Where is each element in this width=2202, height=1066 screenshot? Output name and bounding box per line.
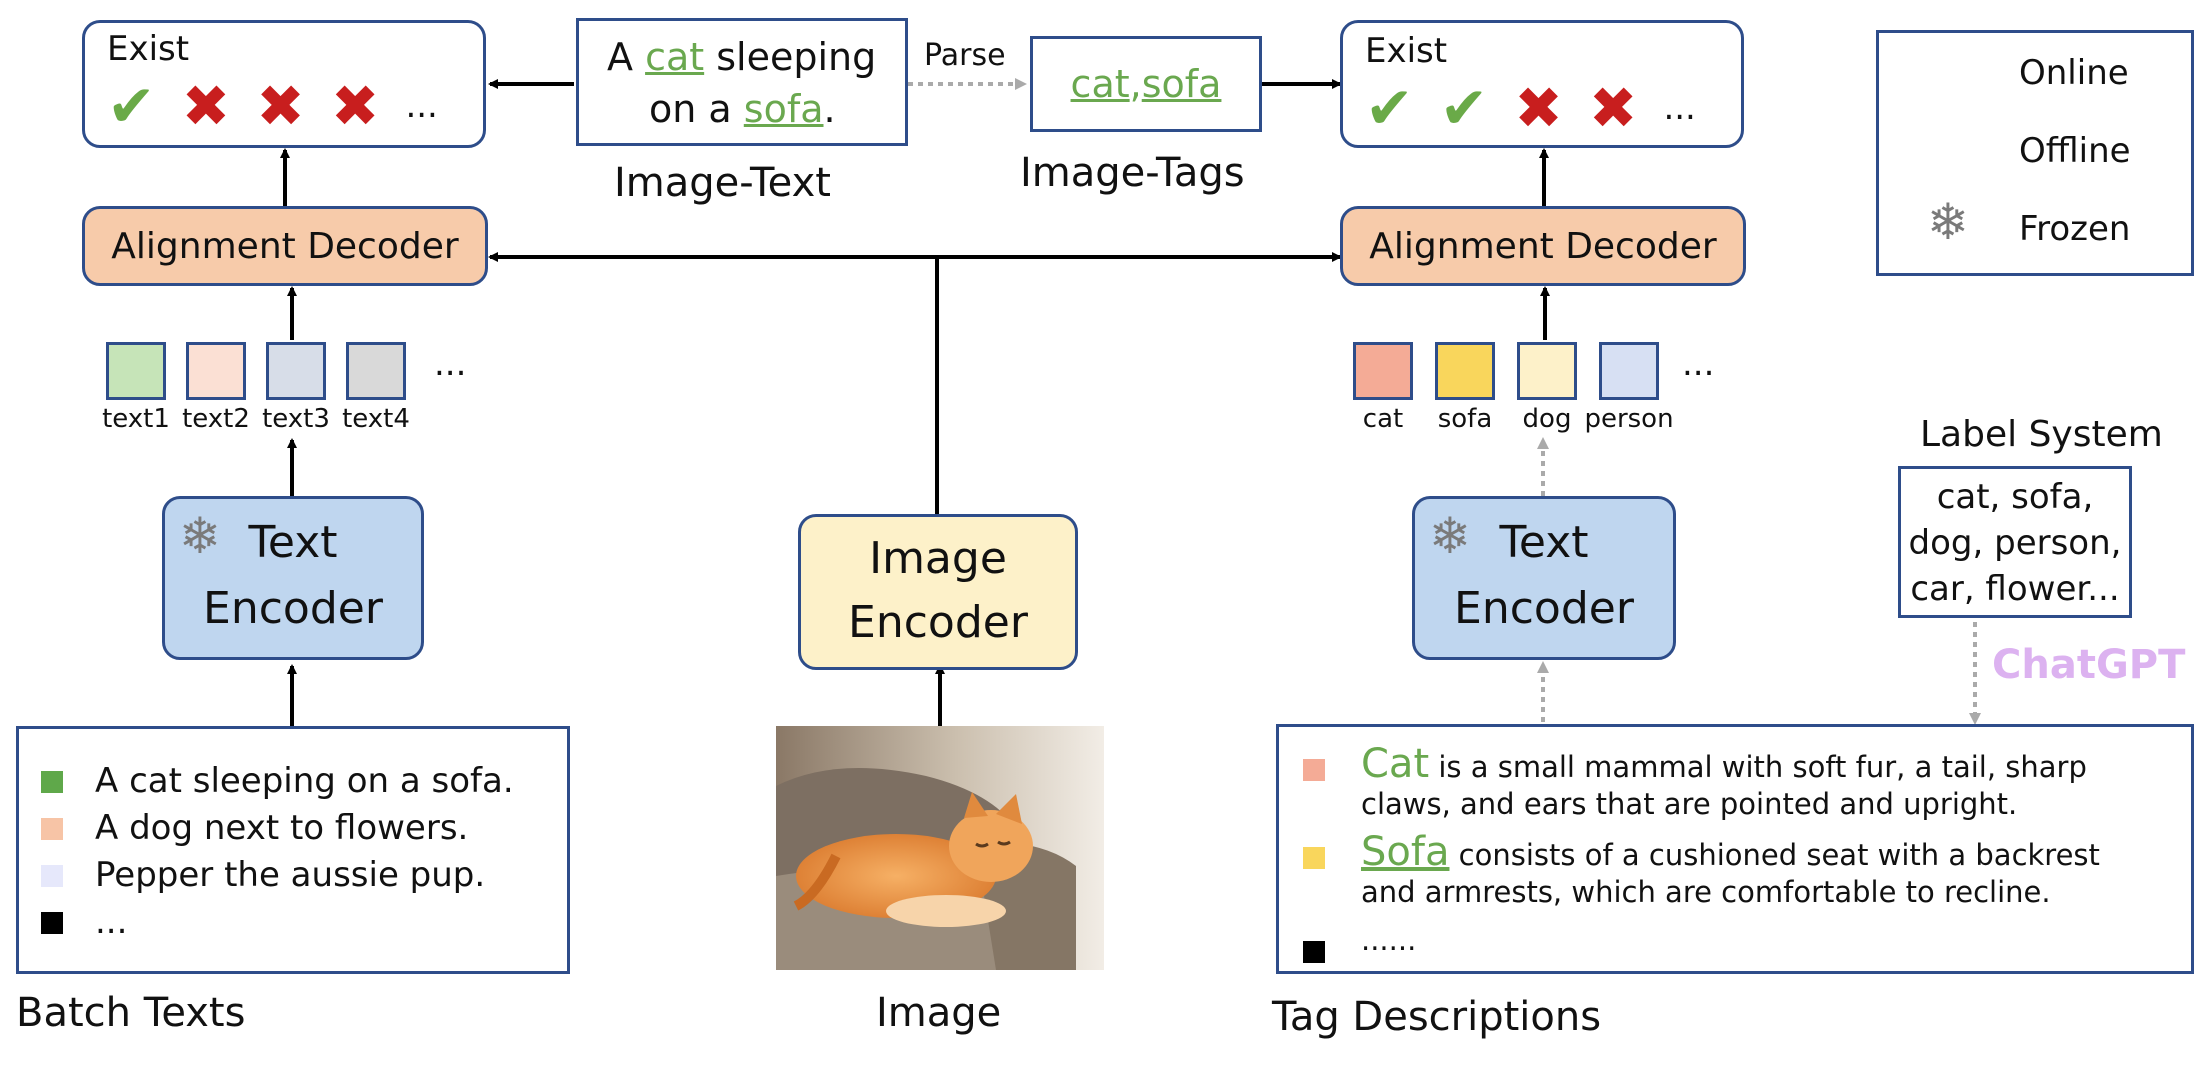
bullet-square	[41, 865, 63, 887]
cross-icon: ✖	[256, 72, 305, 140]
check-icon: ✔	[1365, 74, 1414, 142]
color-square	[1353, 342, 1413, 400]
exist-box-right: Exist ✔✔✖✖...	[1340, 20, 1744, 148]
image-tags-box: cat, sofa	[1030, 36, 1262, 132]
bullet-square	[41, 771, 63, 793]
color-square	[266, 342, 326, 400]
batch-text-item: Pepper the aussie pup.	[95, 855, 486, 895]
batch-text-item: A cat sleeping on a sofa.	[95, 761, 514, 801]
check-icon: ✔	[1439, 74, 1489, 142]
cross-icon: ✖	[1514, 74, 1563, 142]
tag-sofa: sofa	[1141, 62, 1222, 106]
squares-ellipsis-left: ...	[434, 344, 467, 384]
description-text: ......	[1361, 923, 1417, 957]
batch-texts-box: A cat sleeping on a sofa. A dog next to f…	[16, 726, 570, 974]
exist-label-right: Exist	[1365, 31, 1448, 71]
label-system-line: dog, person,	[1908, 523, 2122, 563]
cross-icon: ✖	[181, 72, 231, 140]
snowflake-icon: ❄	[1429, 507, 1471, 565]
bullet-square	[1303, 941, 1325, 963]
image-encoder: Image Encoder	[798, 514, 1078, 670]
image-tags-caption: Image-Tags	[1020, 150, 1245, 196]
check-icon: ✔	[107, 72, 156, 140]
text-encoder-left: ❄ Text Encoder	[162, 496, 424, 660]
label-system-box: cat, sofa, dog, person, car, flower...	[1898, 466, 2132, 618]
square-label: person	[1584, 404, 1674, 434]
description-line2: claws, and ears that are pointed and upr…	[1361, 787, 2018, 821]
batch-texts-caption: Batch Texts	[16, 990, 246, 1036]
color-square	[1599, 342, 1659, 400]
bullet-square	[41, 912, 63, 934]
color-square	[1517, 342, 1577, 400]
bullet-square	[41, 818, 63, 840]
alignment-decoder-left: Alignment Decoder	[82, 206, 488, 286]
description-text: is a small mammal with soft fur, a tail,…	[1429, 750, 2087, 784]
marks-ellipsis: ...	[405, 86, 438, 126]
cross-icon: ✖	[1588, 74, 1638, 142]
color-square	[106, 342, 166, 400]
image-encoder-line2: Encoder	[848, 597, 1028, 648]
bullet-square	[1303, 759, 1325, 781]
color-square	[1435, 342, 1495, 400]
square-label: sofa	[1437, 404, 1493, 434]
parse-label: Parse	[924, 38, 1006, 73]
tag-cat: cat	[1070, 62, 1130, 106]
exist-label-left: Exist	[107, 29, 190, 69]
image-text-box: A cat sleeping on a sofa.	[576, 18, 908, 146]
square-label: text3	[262, 404, 330, 434]
cat-photo	[776, 726, 1104, 970]
text-encoder-right-line1: Text	[1499, 517, 1589, 568]
description-line1: ......	[1361, 923, 1416, 957]
alignment-decoder-left-label: Alignment Decoder	[111, 225, 459, 267]
image-caption: Image	[876, 990, 1002, 1036]
snowflake-icon: ❄	[1927, 193, 1969, 251]
image-text-caption: Image-Text	[614, 160, 831, 206]
label-system-line: car, flower...	[1910, 569, 2120, 609]
legend-box: Online Offline ❄ Frozen	[1876, 30, 2194, 276]
square-label: text1	[102, 404, 170, 434]
square-label: cat	[1362, 404, 1404, 434]
legend-offline-label: Offline	[2019, 131, 2131, 171]
description-text: consists of a cushioned seat with a back…	[1449, 838, 2100, 872]
legend-frozen-label: Frozen	[2019, 209, 2131, 249]
batch-text-item: ...	[95, 902, 128, 942]
description-line2: and armrests, which are comfortable to r…	[1361, 875, 2051, 909]
image-text-line2: on a sofa.	[649, 87, 836, 131]
square-label: dog	[1522, 404, 1572, 434]
description-word: Cat	[1361, 741, 1430, 787]
snowflake-icon: ❄	[179, 507, 221, 565]
cross-icon: ✖	[330, 72, 380, 140]
marks-left: ✔✖✖✖...	[107, 77, 438, 135]
description-line1: Sofa consists of a cushioned seat with a…	[1361, 829, 2100, 875]
bullet-square	[1303, 847, 1325, 869]
color-square	[186, 342, 246, 400]
text-encoder-right: ❄ Text Encoder	[1412, 496, 1676, 660]
text-encoder-right-line2: Encoder	[1454, 583, 1634, 634]
square-label: text2	[182, 404, 250, 434]
marks-right: ✔✔✖✖...	[1365, 79, 1696, 137]
image-encoder-line1: Image	[869, 533, 1007, 584]
alignment-decoder-right: Alignment Decoder	[1340, 206, 1746, 286]
description-word: Sofa	[1361, 829, 1450, 875]
tag-descriptions-box: Cat is a small mammal with soft fur, a t…	[1276, 724, 2194, 974]
label-system-line: cat, sofa,	[1936, 477, 2094, 517]
square-label: text4	[342, 404, 410, 434]
chatgpt-label: ChatGPT	[1992, 642, 2186, 688]
image-text-line1: A cat sleeping	[607, 35, 877, 79]
legend-online-label: Online	[2019, 53, 2129, 93]
text-encoder-left-line2: Encoder	[203, 583, 383, 634]
exist-box-left: Exist ✔✖✖✖...	[82, 20, 486, 148]
squares-ellipsis-right: ...	[1682, 344, 1715, 384]
marks-ellipsis: ...	[1663, 88, 1696, 128]
label-system-title: Label System	[1920, 414, 2163, 455]
batch-text-item: A dog next to flowers.	[95, 808, 469, 848]
tag-descriptions-caption: Tag Descriptions	[1272, 994, 1602, 1040]
description-line1: Cat is a small mammal with soft fur, a t…	[1361, 741, 2087, 787]
color-square	[346, 342, 406, 400]
text-encoder-left-line1: Text	[248, 517, 338, 568]
alignment-decoder-right-label: Alignment Decoder	[1369, 225, 1717, 267]
